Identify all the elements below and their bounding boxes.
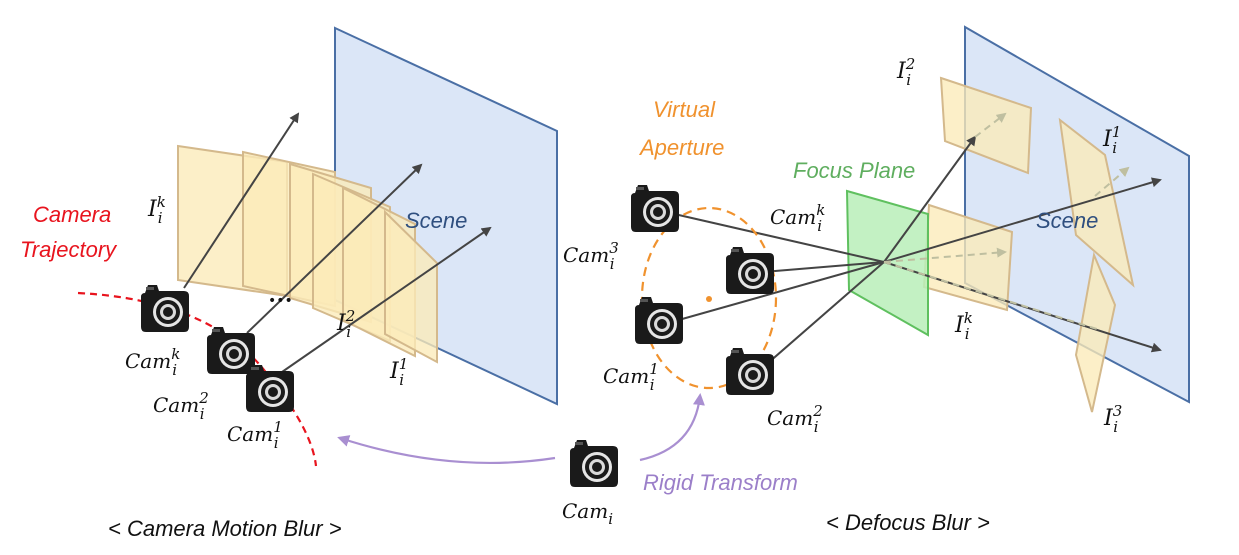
camera-icon [207,327,255,374]
image-planes-right [922,76,1135,413]
virtual-aperture-label-1: Virtual [653,97,716,122]
focus-plane-label: Focus Plane [793,158,915,183]
camera-icon [570,440,618,487]
scene-label-left: Scene [405,208,467,233]
rays-left [183,112,492,373]
camera-icon [635,297,683,344]
camera-icon [246,365,294,412]
caption-defocus-blur: < Defocus Blur > [826,510,990,535]
rigid-arrow-right [639,393,705,462]
virtual-aperture-label-2: Aperture [638,135,724,160]
camera-icon [631,185,679,232]
motion-ellipsis: ••• [268,293,293,309]
caption-camera-motion-blur: < Camera Motion Blur > [108,516,342,541]
image-plane-stack-left [177,144,438,364]
aperture-center [706,296,712,302]
camera-trajectory-label-1: Camera [33,202,111,227]
camera-icon [726,348,774,395]
rays-dashed [883,112,1130,331]
rays-to-focus [667,212,885,371]
camera-trajectory-label-2: Trajectory [20,237,118,262]
scene-label-right: Scene [1036,208,1098,233]
rigid-arrow-left [337,435,556,464]
rigid-transform-label: Rigid Transform [643,470,798,495]
camera-icon [726,247,774,294]
camera-icon [141,285,189,332]
label-cam-i-center: Cami [562,499,613,528]
